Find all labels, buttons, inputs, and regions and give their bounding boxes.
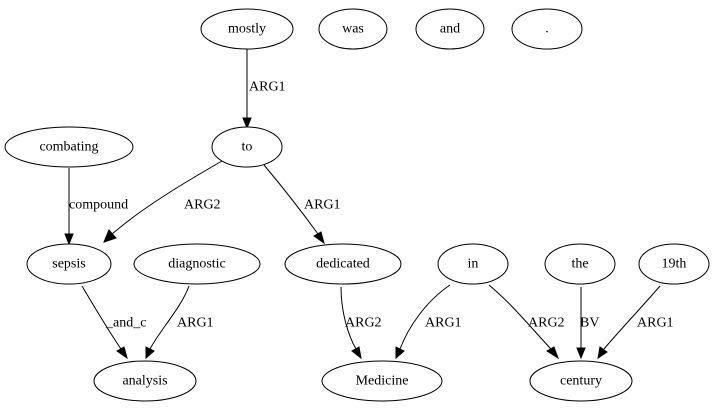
edge-diagnostic-analysis: ARG1 [145, 285, 214, 360]
edge-combating-sepsis: compound [64, 168, 128, 246]
edge-label-to-dedicated: ARG1 [304, 198, 341, 213]
edge-label-in-medicine: ARG1 [425, 316, 462, 331]
edge-dedicated-medicine: ARG2 [340, 286, 382, 360]
edge-label-diagnostic-analysis: ARG1 [177, 316, 214, 331]
svg-text:century: century [560, 374, 602, 389]
edge-the-century: BV [576, 287, 599, 360]
svg-text:was: was [342, 22, 364, 37]
node-medicine: Medicine [321, 360, 443, 402]
node-diagnostic: diagnostic [133, 243, 261, 285]
edge-label-19th-century: ARG1 [637, 316, 674, 331]
svg-text:Medicine: Medicine [356, 374, 409, 389]
svg-text:dedicated: dedicated [316, 257, 370, 272]
svg-text:19th: 19th [662, 257, 687, 272]
node-period: . [511, 8, 583, 50]
svg-text:and: and [440, 22, 460, 37]
node-in: in [437, 243, 509, 285]
svg-text:sepsis: sepsis [52, 257, 85, 272]
edge-label-the-century: BV [580, 316, 599, 331]
node-the: the [544, 243, 616, 285]
edge-mostly-to: ARG1 [242, 49, 286, 130]
node-sepsis: sepsis [26, 243, 112, 285]
node-to: to [211, 126, 283, 168]
node-analysis: analysis [93, 360, 197, 402]
svg-text:mostly: mostly [228, 22, 266, 37]
svg-text:to: to [242, 140, 253, 155]
edge-label-to-sepsis: ARG2 [184, 198, 221, 213]
svg-text:diagnostic: diagnostic [168, 257, 226, 272]
edge-label-sepsis-analysis: _and_c [105, 316, 146, 331]
svg-text:the: the [571, 257, 588, 272]
edge-label-combating-sepsis: compound [69, 198, 128, 213]
edge-in-century: ARG2 [488, 284, 565, 360]
node-was: was [318, 8, 388, 50]
svg-text:.: . [545, 22, 549, 37]
node-dedicated: dedicated [284, 243, 402, 285]
edge-sepsis-analysis: _and_c [81, 285, 146, 360]
svg-text:in: in [468, 257, 479, 272]
node-and: and [415, 8, 485, 50]
edge-in-medicine: ARG1 [395, 284, 462, 360]
node-19th: 19th [638, 243, 710, 285]
edge-to-sepsis: ARG2 [103, 160, 223, 243]
edge-19th-century: ARG1 [597, 285, 674, 360]
edge-to-dedicated: ARG1 [263, 164, 341, 245]
node-combating: combating [4, 126, 134, 168]
node-century: century [529, 360, 633, 402]
edge-label-in-century: ARG2 [528, 316, 565, 331]
edge-label-mostly-to: ARG1 [249, 80, 286, 95]
svg-text:analysis: analysis [122, 374, 167, 389]
node-mostly: mostly [200, 8, 294, 50]
svg-text:combating: combating [39, 140, 98, 155]
edge-label-dedicated-medicine: ARG2 [345, 316, 382, 331]
